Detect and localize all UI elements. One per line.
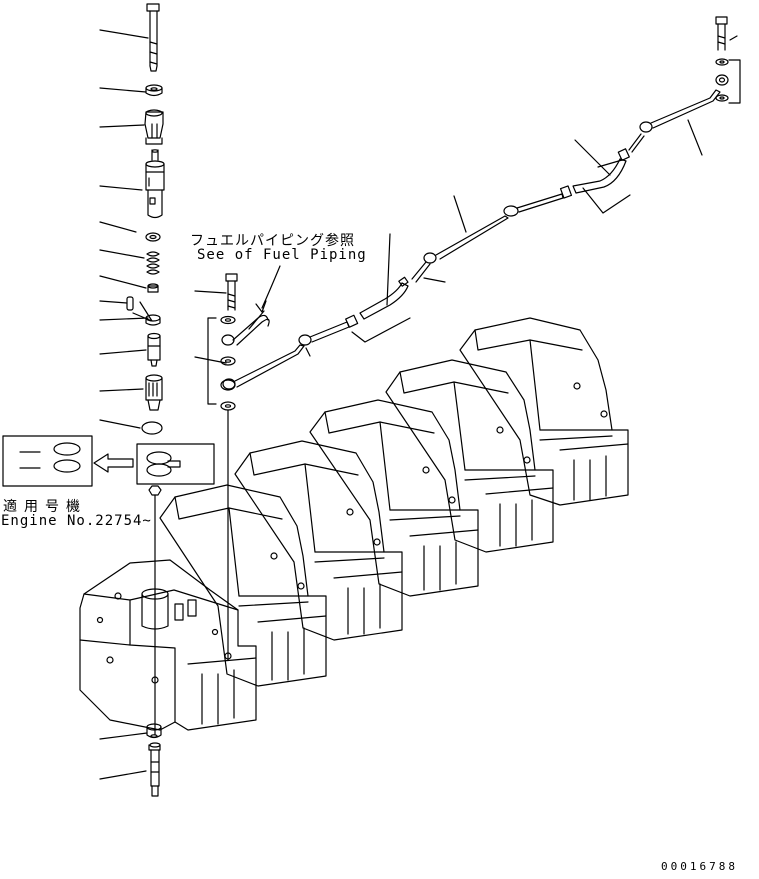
return-hose-1 bbox=[359, 276, 409, 320]
cylinder-head-5 bbox=[385, 359, 554, 553]
return-hose-2 bbox=[572, 148, 630, 194]
injector-clamp bbox=[144, 109, 164, 145]
spherical-washer bbox=[145, 84, 163, 97]
fuel-piping-note-japanese: フュエルパイピング参照 bbox=[190, 233, 355, 249]
lower-washer bbox=[146, 723, 162, 739]
cylinder-head-1 bbox=[79, 559, 257, 731]
fuel-piping-note-english: See of Fuel Piping bbox=[197, 247, 367, 263]
return-pipe-segment-3 bbox=[628, 74, 729, 153]
cylinder-head-3 bbox=[234, 440, 403, 641]
leader-lines-right bbox=[305, 35, 738, 357]
cylinder-head-4 bbox=[309, 399, 479, 597]
return-pipe-segment-2 bbox=[411, 185, 573, 283]
applicability-note-english: Engine No.22754~ bbox=[1, 513, 152, 529]
injector-body bbox=[145, 149, 165, 219]
nozzle-nut bbox=[145, 374, 163, 411]
return-tube bbox=[232, 310, 270, 346]
injector-mounting-bolt bbox=[146, 3, 160, 72]
leader-lines-left bbox=[99, 29, 153, 780]
applicability-detail bbox=[2, 435, 215, 487]
connector-stud bbox=[148, 742, 161, 797]
cylinder-head-2 bbox=[159, 484, 327, 687]
eye-bolt bbox=[225, 273, 238, 311]
connector-nut bbox=[148, 485, 162, 736]
return-pipe-segment-1 bbox=[220, 314, 359, 391]
fuel-piping-reference-arrow bbox=[255, 265, 281, 313]
nozzle-gasket bbox=[141, 421, 163, 435]
cylinder-head-6 bbox=[459, 317, 629, 506]
nozzle-holder-parts bbox=[126, 232, 161, 326]
applicability-note-japanese: 適用号機 bbox=[3, 499, 87, 515]
illustration-number: 00016788 bbox=[661, 860, 738, 873]
top-bolt-assembly bbox=[715, 16, 741, 104]
nozzle bbox=[147, 332, 161, 367]
